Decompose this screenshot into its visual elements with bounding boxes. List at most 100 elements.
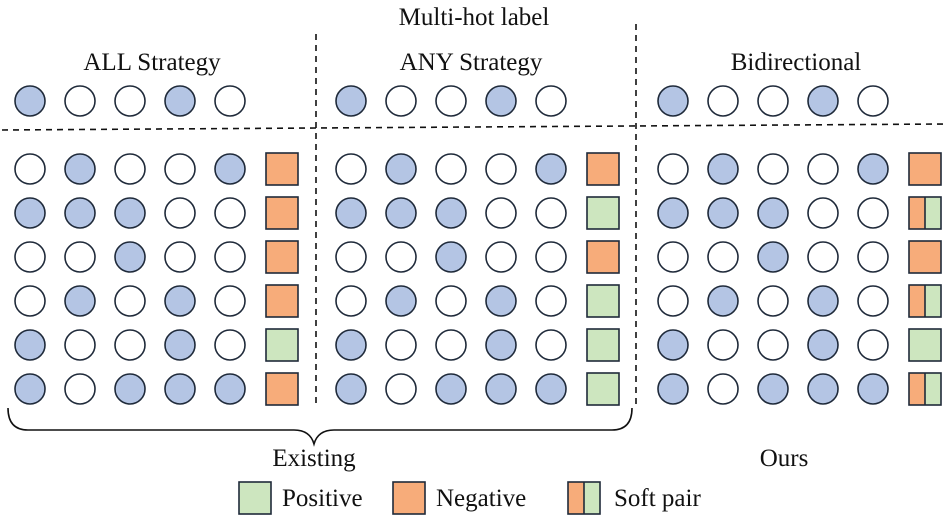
sample-circle-all-r6-5 bbox=[214, 373, 246, 405]
label-box-bidirectional-r4-positive-half bbox=[925, 285, 941, 317]
query-circle-all-4 bbox=[164, 85, 196, 117]
horizontal-divider bbox=[1, 123, 946, 131]
query-circle-bidirectional-5 bbox=[857, 85, 889, 117]
sample-circle-any-r6-5 bbox=[535, 373, 567, 405]
label-box-all-r5 bbox=[265, 328, 299, 362]
label-box-any-r2 bbox=[586, 196, 620, 230]
sample-circle-all-r4-3 bbox=[114, 285, 146, 317]
sample-circle-any-r4-2 bbox=[385, 285, 417, 317]
label-box-bidirectional-r2-positive-half bbox=[925, 197, 941, 229]
label-box-bidirectional-r4 bbox=[908, 284, 942, 318]
legend-swatch-soft-negative-half bbox=[568, 482, 584, 514]
query-circle-all-1 bbox=[14, 85, 46, 117]
query-circle-bidirectional-1 bbox=[657, 85, 689, 117]
legend-label-positive: Positive bbox=[282, 485, 363, 512]
sample-circle-any-r5-4 bbox=[485, 329, 517, 361]
sample-circle-all-r2-2 bbox=[64, 197, 96, 229]
query-circle-bidirectional-4 bbox=[807, 85, 839, 117]
sample-circle-all-r3-3 bbox=[114, 241, 146, 273]
sample-circle-all-r5-5 bbox=[214, 329, 246, 361]
sample-circle-all-r6-4 bbox=[164, 373, 196, 405]
sample-circle-bidirectional-r4-3 bbox=[757, 285, 789, 317]
sample-circle-bidirectional-r3-4 bbox=[807, 241, 839, 273]
existing-brace bbox=[7, 407, 633, 447]
sample-circle-any-r6-2 bbox=[385, 373, 417, 405]
sample-circle-any-r1-2 bbox=[385, 153, 417, 185]
sample-circle-all-r2-5 bbox=[214, 197, 246, 229]
sample-circle-any-r6-3 bbox=[435, 373, 467, 405]
query-circle-any-5 bbox=[535, 85, 567, 117]
query-circle-all-5 bbox=[214, 85, 246, 117]
query-circle-bidirectional-2 bbox=[707, 85, 739, 117]
label-box-any-r6 bbox=[586, 372, 620, 406]
legend-swatch-soft bbox=[567, 481, 601, 515]
sample-circle-bidirectional-r6-2 bbox=[707, 373, 739, 405]
query-circle-any-1 bbox=[335, 85, 367, 117]
label-box-bidirectional-r2-negative-half bbox=[909, 197, 925, 229]
sample-circle-bidirectional-r2-1 bbox=[657, 197, 689, 229]
legend-label-negative: Negative bbox=[436, 485, 526, 512]
sample-circle-any-r5-1 bbox=[335, 329, 367, 361]
sample-circle-all-r3-5 bbox=[214, 241, 246, 273]
sample-circle-bidirectional-r6-4 bbox=[807, 373, 839, 405]
query-circle-any-2 bbox=[385, 85, 417, 117]
sample-circle-all-r6-3 bbox=[114, 373, 146, 405]
sample-circle-bidirectional-r1-2 bbox=[707, 153, 739, 185]
sample-circle-all-r4-2 bbox=[64, 285, 96, 317]
sample-circle-all-r6-2 bbox=[64, 373, 96, 405]
sample-circle-any-r3-3 bbox=[435, 241, 467, 273]
sample-circle-all-r6-1 bbox=[14, 373, 46, 405]
label-box-all-r4 bbox=[265, 284, 299, 318]
legend-swatch-positive bbox=[238, 481, 272, 515]
sample-circle-all-r2-1 bbox=[14, 197, 46, 229]
sample-circle-bidirectional-r1-3 bbox=[757, 153, 789, 185]
sample-circle-bidirectional-r1-4 bbox=[807, 153, 839, 185]
sample-circle-bidirectional-r2-5 bbox=[857, 197, 889, 229]
sample-circle-any-r3-2 bbox=[385, 241, 417, 273]
query-circle-any-3 bbox=[435, 85, 467, 117]
label-box-any-r3 bbox=[586, 240, 620, 274]
sample-circle-all-r1-1 bbox=[14, 153, 46, 185]
sample-circle-any-r5-2 bbox=[385, 329, 417, 361]
sample-circle-all-r5-3 bbox=[114, 329, 146, 361]
label-box-all-r3 bbox=[265, 240, 299, 274]
sample-circle-bidirectional-r5-1 bbox=[657, 329, 689, 361]
sample-circle-all-r1-2 bbox=[64, 153, 96, 185]
sample-circle-all-r5-2 bbox=[64, 329, 96, 361]
sample-circle-all-r4-1 bbox=[14, 285, 46, 317]
sample-circle-any-r1-1 bbox=[335, 153, 367, 185]
label-box-any-r4 bbox=[586, 284, 620, 318]
sample-circle-all-r3-2 bbox=[64, 241, 96, 273]
sample-circle-any-r4-5 bbox=[535, 285, 567, 317]
label-box-bidirectional-r4-negative-half bbox=[909, 285, 925, 317]
sample-circle-bidirectional-r5-5 bbox=[857, 329, 889, 361]
sample-circle-bidirectional-r4-4 bbox=[807, 285, 839, 317]
sample-circle-all-r5-1 bbox=[14, 329, 46, 361]
label-box-bidirectional-r1 bbox=[908, 152, 942, 186]
label-box-bidirectional-r5 bbox=[908, 328, 942, 362]
sample-circle-bidirectional-r4-5 bbox=[857, 285, 889, 317]
sample-circle-bidirectional-r6-1 bbox=[657, 373, 689, 405]
sample-circle-any-r6-4 bbox=[485, 373, 517, 405]
group-label-ours: Ours bbox=[760, 445, 809, 472]
sample-circle-bidirectional-r6-3 bbox=[757, 373, 789, 405]
label-box-any-r1 bbox=[586, 152, 620, 186]
sample-circle-all-r1-5 bbox=[214, 153, 246, 185]
sample-circle-any-r1-5 bbox=[535, 153, 567, 185]
sample-circle-any-r2-1 bbox=[335, 197, 367, 229]
sample-circle-any-r4-3 bbox=[435, 285, 467, 317]
sample-circle-bidirectional-r3-3 bbox=[757, 241, 789, 273]
label-box-all-r6 bbox=[265, 372, 299, 406]
query-circle-bidirectional-3 bbox=[757, 85, 789, 117]
label-box-bidirectional-r6-negative-half bbox=[909, 373, 925, 405]
sample-circle-all-r4-4 bbox=[164, 285, 196, 317]
sample-circle-any-r3-1 bbox=[335, 241, 367, 273]
legend-label-soft: Soft pair bbox=[614, 485, 701, 512]
sample-circle-all-r3-1 bbox=[14, 241, 46, 273]
legend-swatch-negative bbox=[392, 481, 426, 515]
label-box-all-r2 bbox=[265, 196, 299, 230]
diagram-marks bbox=[14, 85, 942, 515]
sample-circle-all-r1-3 bbox=[114, 153, 146, 185]
group-label-existing: Existing bbox=[272, 445, 356, 472]
panel-title-all: ALL Strategy bbox=[83, 49, 221, 76]
